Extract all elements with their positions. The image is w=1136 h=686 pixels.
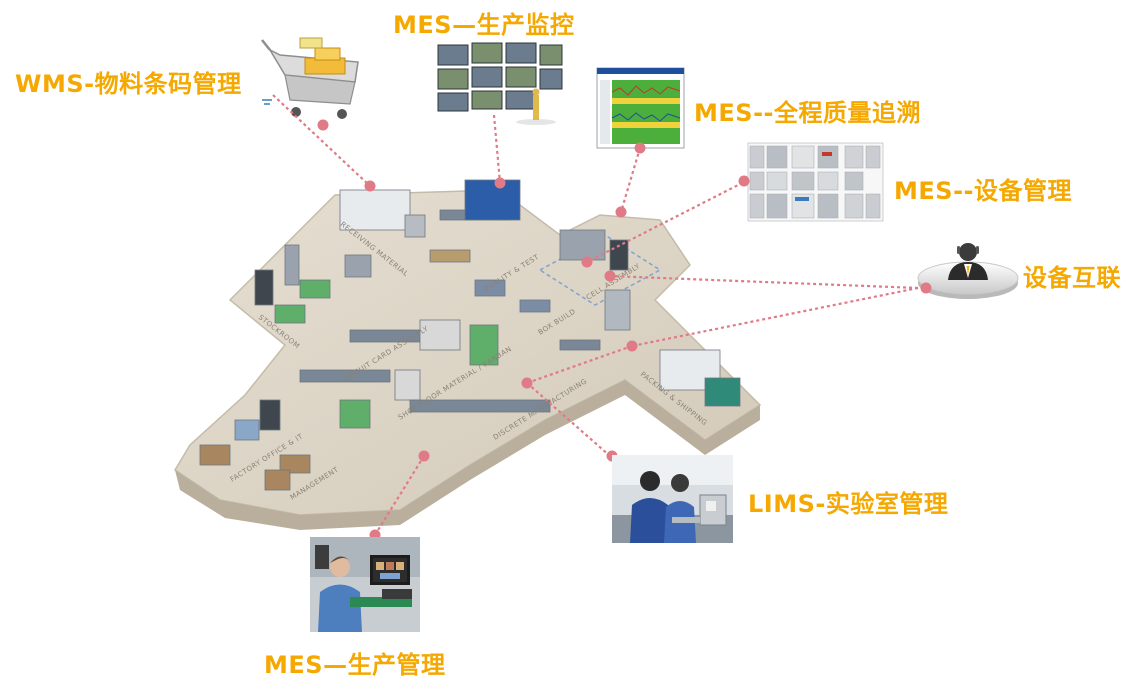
label-mes-production: MES—生产管理 xyxy=(264,651,446,679)
connector-lines xyxy=(272,94,919,536)
label-iot: 设备互联 xyxy=(1023,264,1121,292)
shopping-cart-icon xyxy=(261,37,359,119)
label-wms: WMS-物料条码管理 xyxy=(15,70,242,98)
factory-floor xyxy=(173,189,762,530)
mes-production-photo xyxy=(310,537,420,632)
user-pedestal-icon xyxy=(917,243,1019,299)
label-mes-equipment: MES--设备管理 xyxy=(894,177,1072,205)
equipment-grid xyxy=(747,142,884,222)
equipment-blocks xyxy=(199,179,741,491)
quality-chart-window xyxy=(596,67,685,149)
lims-lab-photo xyxy=(612,455,733,543)
monitor-wall-icon xyxy=(437,42,563,125)
label-mes-quality: MES--全程质量追溯 xyxy=(694,99,921,127)
label-lims: LIMS-实验室管理 xyxy=(748,490,949,518)
label-mes-monitor: MES—生产监控 xyxy=(393,11,575,39)
